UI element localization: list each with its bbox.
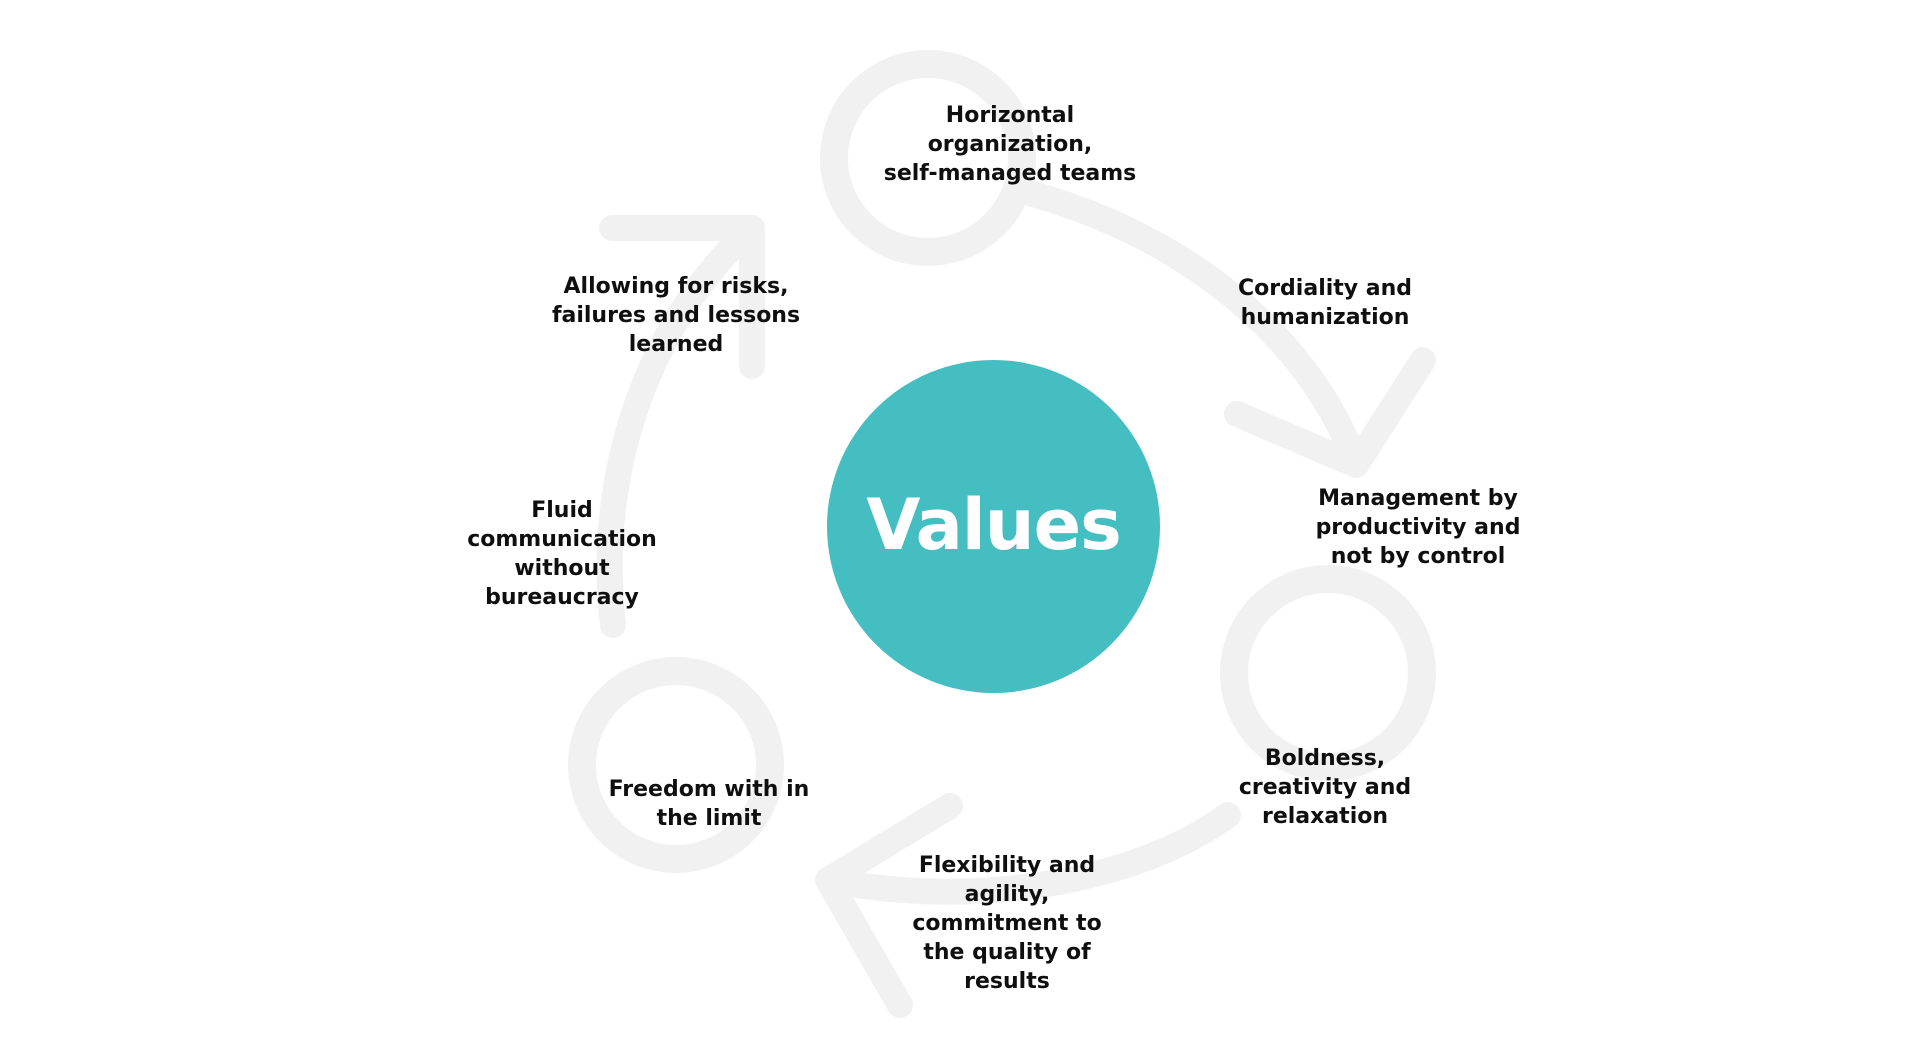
cycle-arc-right xyxy=(1005,177,1369,478)
values-center-circle: Values xyxy=(827,360,1160,693)
value-item-freedom: Freedom with in the limit xyxy=(608,777,810,831)
value-item-fluid-communication: Fluid communication without bureaucracy xyxy=(467,498,657,610)
arrow-head-right-icon xyxy=(1224,347,1436,478)
value-item-cordiality: Cordiality and humanization xyxy=(1237,276,1413,330)
ring-circle-right xyxy=(1220,565,1436,781)
value-item-allowing-risks: Allowing for risks, failures and lessons… xyxy=(551,274,801,357)
arrow-head-bottom-icon xyxy=(815,793,963,1018)
value-item-flexibility: Flexibility and agility, commitment to t… xyxy=(912,853,1102,994)
value-item-horizontal-organization: Horizontal organization, self-managed te… xyxy=(883,103,1137,186)
ring-circle-bottom-left xyxy=(568,657,784,873)
center-title: Values xyxy=(866,483,1122,566)
arrow-head-left-icon xyxy=(599,215,765,379)
cycle-arc-bottom xyxy=(815,802,1241,905)
cycle-arc-left xyxy=(596,215,765,638)
value-item-management-by-productivity: Management by productivity and not by co… xyxy=(1315,486,1521,569)
value-item-boldness: Boldness, creativity and relaxation xyxy=(1238,746,1412,829)
ring-circle-top xyxy=(820,50,1036,266)
